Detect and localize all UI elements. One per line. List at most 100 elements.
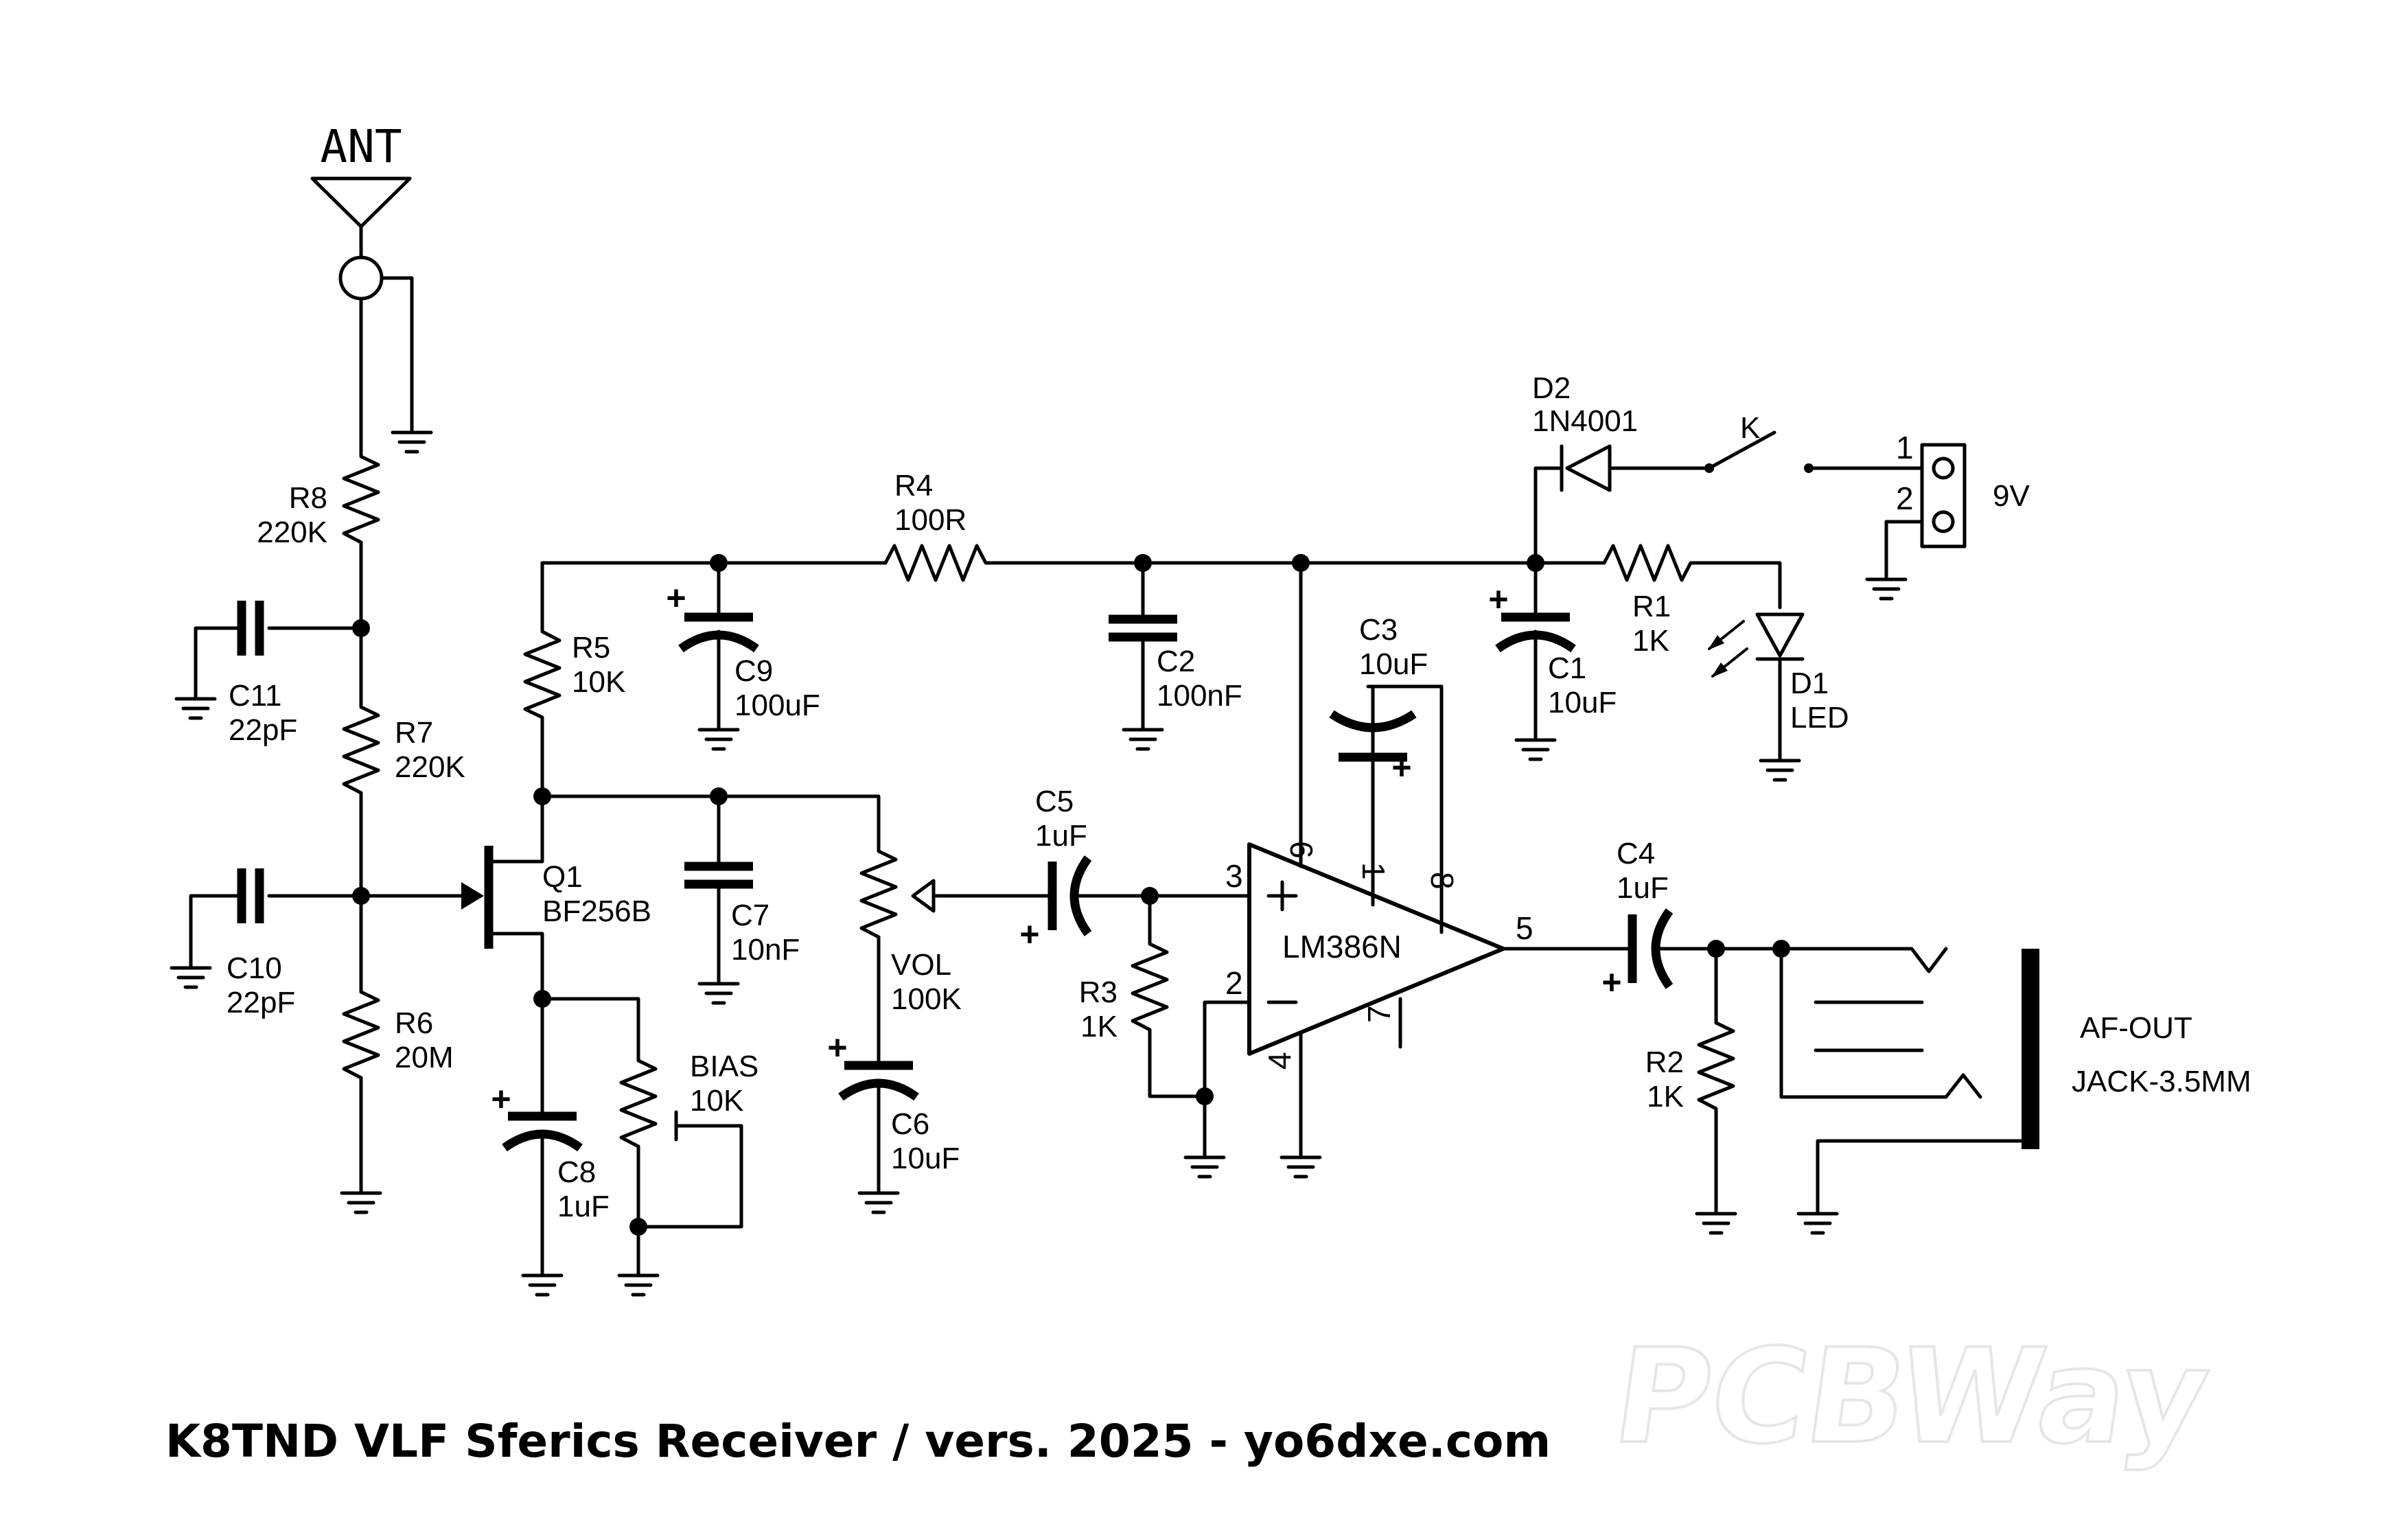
- ground-symbol: [619, 1263, 658, 1295]
- diode-d2: D2 1N4001: [1532, 371, 1710, 565]
- capacitor-c8: + C8 1uF: [491, 997, 610, 1265]
- audio-jack: AF-OUT JACK-3.5MM: [1779, 947, 2251, 1203]
- potentiometer-vol: VOL 100K: [859, 839, 1052, 1063]
- junction-dot: [1196, 1087, 1214, 1105]
- resistor-r8: R8 220K: [257, 444, 380, 630]
- capacitor-c7: C7 10nF: [684, 794, 800, 973]
- bias-ref: BIAS: [690, 1050, 759, 1083]
- pin-1: 1: [1356, 862, 1391, 880]
- k-ref: K: [1740, 411, 1760, 445]
- jack-value: JACK-3.5MM: [2072, 1065, 2251, 1098]
- conn-label: 9V: [1993, 479, 2030, 513]
- c8-value: 1uF: [557, 1190, 610, 1223]
- ant-label: ANT: [320, 120, 402, 173]
- c7-ref: C7: [731, 899, 769, 932]
- r7-ref: R7: [395, 716, 433, 750]
- vol-ref: VOL: [891, 948, 951, 982]
- ground-symbol: [1761, 748, 1799, 780]
- source-wire: [540, 997, 640, 1052]
- resistor-r4: R4 100R: [883, 469, 1303, 582]
- resistor-r6: R6 20M: [342, 894, 454, 1183]
- q1-value: BF256B: [542, 894, 651, 928]
- drain-wire: [540, 794, 881, 843]
- capacitor-c5: + C5 1uF: [1019, 785, 1251, 954]
- r6-ref: R6: [395, 1006, 433, 1040]
- resistor-r5: R5 10K: [523, 561, 625, 798]
- c1-plus: +: [1488, 580, 1508, 619]
- c1-ref: C1: [1548, 651, 1586, 685]
- r4-value: 100R: [894, 503, 966, 537]
- opamp-label: LM386N: [1282, 929, 1402, 965]
- ground-symbol: [1282, 1145, 1320, 1177]
- c4-ref: C4: [1617, 837, 1655, 870]
- conn-pin-2: 2: [1896, 481, 1914, 516]
- c6-ref: C6: [891, 1107, 929, 1141]
- resistor-r2: R2 1K: [1645, 947, 1735, 1203]
- capacitor-c11: C11 22pF: [194, 601, 363, 747]
- c5-value: 1uF: [1035, 819, 1087, 853]
- led-d1: D1 LED: [1708, 612, 1849, 750]
- r5-ref: R5: [572, 631, 610, 665]
- antenna: ANT: [310, 120, 414, 448]
- r1-ref: R1: [1632, 590, 1671, 623]
- c2-ref: C2: [1157, 645, 1195, 678]
- bias-value: 10K: [690, 1084, 743, 1118]
- junction-dot: [629, 1218, 647, 1236]
- c6-plus: +: [827, 1028, 847, 1067]
- c3-ref: C3: [1359, 613, 1398, 647]
- ground-symbol: [1867, 567, 1906, 599]
- resistor-r1: R1 1K: [1533, 544, 1782, 658]
- opamp-lm386n: LM386N 6 4 3 2 1 8 7 5: [1225, 561, 1533, 1147]
- ground-symbol: [393, 420, 431, 452]
- pin-3: 3: [1225, 858, 1243, 894]
- c5-plus: +: [1019, 915, 1039, 954]
- ground-symbol: [1124, 717, 1162, 749]
- d2-ref: D2: [1532, 371, 1571, 405]
- c4-value: 1uF: [1617, 871, 1669, 905]
- ground-symbol: [176, 686, 215, 718]
- pin-8: 8: [1424, 872, 1460, 890]
- c8-plus: +: [491, 1080, 511, 1118]
- c9-plus: +: [666, 579, 686, 617]
- potentiometer-bias: BIAS 10K: [619, 1048, 759, 1265]
- capacitor-c1: + C1 10uF: [1488, 561, 1617, 730]
- pin-2: 2: [1225, 965, 1243, 1001]
- capacitor-c9: + C9 100uF: [666, 561, 820, 722]
- q1-ref: Q1: [542, 860, 583, 894]
- ground-symbol: [699, 971, 738, 1003]
- c8-ref: C8: [557, 1155, 596, 1189]
- c11-ref: C11: [229, 679, 281, 713]
- schematic-title: K8TND VLF Sferics Receiver / vers. 2025 …: [165, 1415, 1551, 1468]
- ground-symbol: [342, 1181, 380, 1212]
- r1-value: 1K: [1632, 624, 1669, 658]
- ground-symbol: [1185, 1145, 1224, 1177]
- capacitor-c6: + C6 10uF: [827, 1028, 960, 1183]
- r2-value: 1K: [1647, 1080, 1684, 1113]
- d2-value: 1N4001: [1532, 404, 1638, 438]
- ground-symbol: [1697, 1201, 1735, 1233]
- r2-ref: R2: [1645, 1046, 1684, 1079]
- connector-9v: 1 2 9V: [1884, 430, 2030, 569]
- pin-5: 5: [1516, 910, 1533, 946]
- vol-value: 100K: [891, 982, 962, 1016]
- capacitor-c10: C10 22pF: [189, 868, 363, 1019]
- c6-value: 10uF: [891, 1142, 960, 1175]
- capacitor-c4: + C4 1uF: [1501, 837, 1783, 1002]
- c10-value: 22pF: [227, 986, 295, 1019]
- c10-ref: C10: [227, 951, 282, 985]
- c7-value: 10nF: [731, 933, 800, 967]
- r6-value: 20M: [395, 1041, 454, 1074]
- c9-value: 100uF: [734, 689, 820, 722]
- pin-4: 4: [1262, 1052, 1297, 1070]
- c3-plus: +: [1391, 748, 1411, 787]
- r3-ref: R3: [1079, 975, 1118, 1009]
- ground-symbol: [1516, 728, 1555, 759]
- resistor-r3: R3 1K: [1079, 894, 1207, 1098]
- c2-value: 100nF: [1157, 679, 1242, 713]
- ground-symbol: [1798, 1201, 1837, 1233]
- c5-ref: C5: [1035, 785, 1074, 818]
- capacitor-c2: C2 100nF: [1109, 561, 1242, 719]
- capacitor-c3: + C3 10uF: [1329, 613, 1444, 787]
- r8-value: 220K: [257, 516, 327, 549]
